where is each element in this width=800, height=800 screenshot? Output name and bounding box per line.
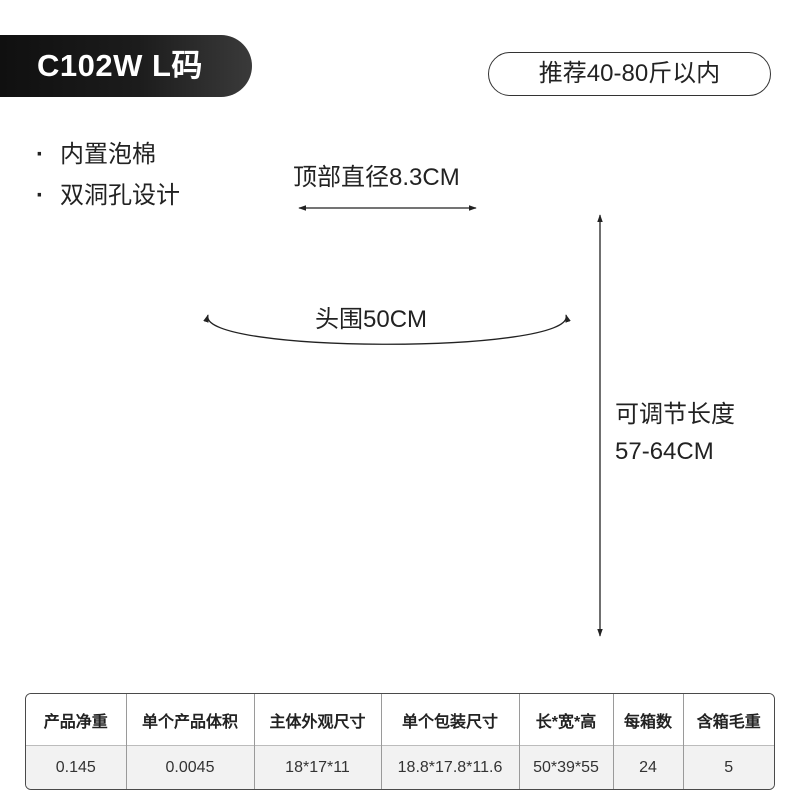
- value-product-size: 18*17*11: [254, 745, 382, 789]
- spec-table: 产品净重 单个产品体积 主体外观尺寸 单个包装尺寸 长*宽*高 每箱数 含箱毛重…: [26, 694, 774, 789]
- title-banner: C102W L码: [0, 35, 252, 97]
- recommendation-badge: 推荐40-80斤以内: [488, 52, 771, 96]
- value-gross-weight: 5: [683, 745, 774, 789]
- head-circumference-label: 头围50CM: [315, 306, 428, 333]
- value-net-weight: 0.145: [26, 745, 127, 789]
- header-product-volume: 单个产品体积: [126, 694, 255, 746]
- value-carton-dimensions: 50*39*55: [519, 745, 614, 789]
- list-item: 双洞孔设计: [36, 181, 180, 222]
- adjustable-length-label: 可调节长度: [615, 401, 735, 428]
- top-diameter-label: 顶部直径8.3CM: [293, 164, 460, 191]
- value-package-size: 18.8*17.8*11.6: [381, 745, 520, 789]
- list-item: 内置泡棉: [36, 140, 180, 181]
- value-product-volume: 0.0045: [126, 745, 255, 789]
- header-gross-weight: 含箱毛重: [683, 694, 774, 746]
- header-net-weight: 产品净重: [26, 694, 127, 746]
- header-product-size: 主体外观尺寸: [254, 694, 382, 746]
- table-header-row: 产品净重 单个产品体积 主体外观尺寸 单个包装尺寸 长*宽*高 每箱数 含箱毛重: [26, 694, 774, 746]
- header-carton-dimensions: 长*宽*高: [519, 694, 614, 746]
- spec-table-container: 产品净重 单个产品体积 主体外观尺寸 单个包装尺寸 长*宽*高 每箱数 含箱毛重…: [25, 693, 775, 790]
- header-package-size: 单个包装尺寸: [381, 694, 520, 746]
- table-row: 0.145 0.0045 18*17*11 18.8*17.8*11.6 50*…: [26, 745, 774, 789]
- value-units-per-carton: 24: [613, 745, 684, 789]
- adjustable-length-value: 57-64CM: [615, 438, 714, 465]
- product-title: C102W L码: [37, 48, 203, 83]
- header-units-per-carton: 每箱数: [613, 694, 684, 746]
- feature-list: 内置泡棉 双洞孔设计: [36, 140, 180, 222]
